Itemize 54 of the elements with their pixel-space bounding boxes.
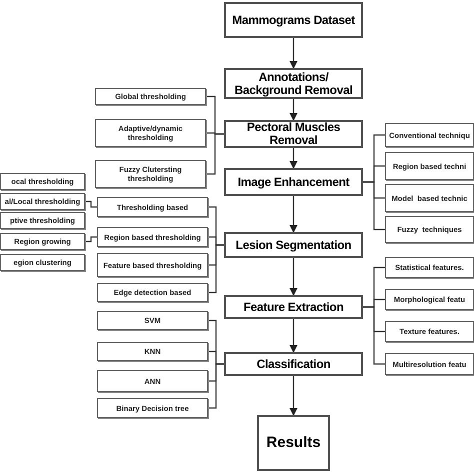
process-box — [224, 2, 363, 38]
box-label: Feature Extraction — [244, 300, 344, 314]
process-box — [224, 352, 363, 376]
connector-line — [363, 181, 385, 230]
method-box — [385, 353, 474, 375]
box-label: Pectoral Muscles Removal — [246, 121, 342, 147]
box-label: Image Enhancement — [238, 176, 350, 188]
method-box — [385, 152, 474, 180]
box-label: Lesion Segmentation — [236, 238, 352, 252]
connector-line — [208, 244, 224, 294]
method-box — [385, 321, 474, 342]
process-box — [224, 295, 363, 319]
method-box — [95, 160, 206, 188]
arrow — [290, 376, 298, 416]
box-label: Classification — [256, 358, 330, 370]
method-box — [97, 253, 208, 277]
method-box — [0, 212, 85, 229]
arrow — [290, 148, 298, 169]
process-box — [224, 168, 363, 196]
method-box — [385, 184, 474, 212]
process-box — [224, 68, 363, 99]
method-box — [385, 289, 474, 310]
box-label: Annotations/ Background Removal — [234, 70, 354, 96]
method-box — [0, 254, 85, 271]
method-box — [0, 233, 85, 250]
method-box — [97, 398, 208, 418]
method-box — [97, 197, 208, 217]
method-box — [0, 173, 85, 190]
arrow — [290, 258, 298, 296]
connector-line — [85, 200, 97, 208]
connector-line — [85, 236, 97, 242]
connector-line — [363, 306, 385, 365]
process-box — [224, 120, 363, 148]
process-box — [257, 415, 330, 471]
method-box — [97, 283, 208, 302]
method-box — [97, 370, 208, 392]
connector-line — [208, 363, 224, 409]
arrow — [290, 99, 298, 121]
method-box — [0, 193, 85, 210]
method-box — [385, 123, 474, 147]
method-box — [97, 342, 208, 361]
method-box — [95, 88, 206, 105]
box-label: Results — [266, 432, 321, 453]
arrow — [290, 38, 298, 69]
connector-line — [206, 133, 224, 175]
box-label: Mammograms Dataset — [232, 14, 355, 26]
arrow — [290, 196, 298, 233]
method-box — [385, 216, 474, 243]
method-box — [97, 227, 208, 247]
arrow — [290, 319, 298, 353]
method-box — [95, 119, 206, 147]
method-box — [385, 257, 474, 278]
process-box — [224, 232, 363, 258]
method-box — [97, 311, 208, 330]
